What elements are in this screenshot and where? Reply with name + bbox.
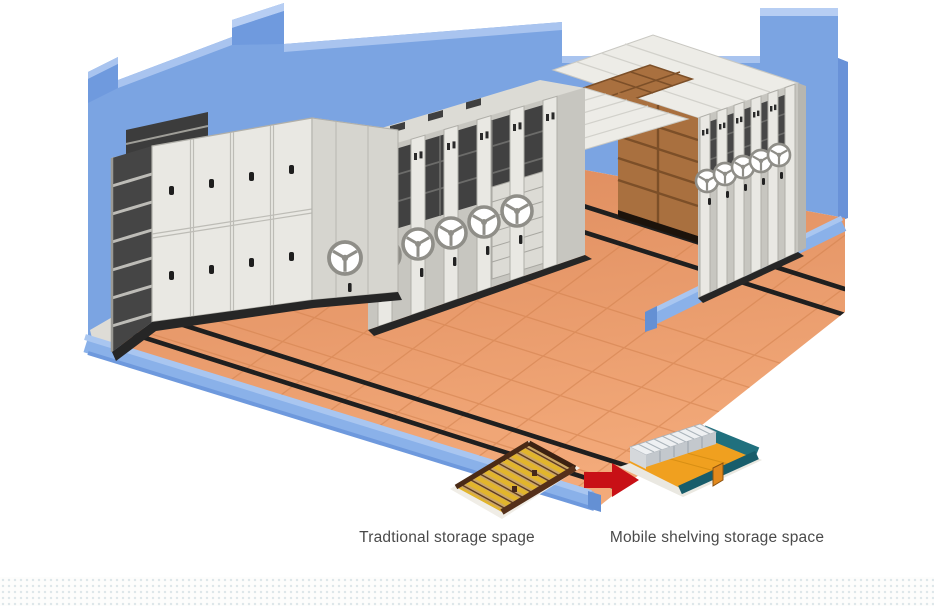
handwheel-icon	[327, 240, 363, 276]
panel-handles	[702, 104, 777, 136]
comparison-before-thumb	[450, 440, 580, 519]
arrow-right-icon	[584, 463, 639, 497]
right-wall-edge	[838, 58, 848, 222]
compactor-panels	[699, 83, 796, 298]
comparison-after-thumb	[619, 423, 762, 497]
handwheel-icon	[500, 194, 534, 228]
shelving-group-right	[551, 34, 806, 303]
caption-mobile-shelving-storage: Mobile shelving storage space	[609, 529, 825, 546]
shelving-group-center	[322, 80, 690, 336]
thumb-shelving-block	[628, 423, 718, 469]
shelving-group-left	[110, 112, 402, 361]
handwheel-icon	[401, 227, 435, 261]
door-keyholes	[169, 165, 294, 280]
handwheel-icon	[467, 205, 501, 239]
handwheel-icon	[434, 216, 468, 250]
open-shelf-side	[110, 146, 153, 352]
handwheel-icon	[766, 142, 792, 168]
left-wall-wing	[88, 64, 118, 103]
locker-doors	[151, 117, 313, 323]
caption-traditional-storage: Tradtional storage spage	[359, 529, 535, 546]
open-shelf-cavity	[392, 105, 543, 230]
thumb-floor	[628, 434, 755, 488]
footer-dots-texture	[0, 577, 934, 606]
thumb-door	[712, 462, 724, 487]
